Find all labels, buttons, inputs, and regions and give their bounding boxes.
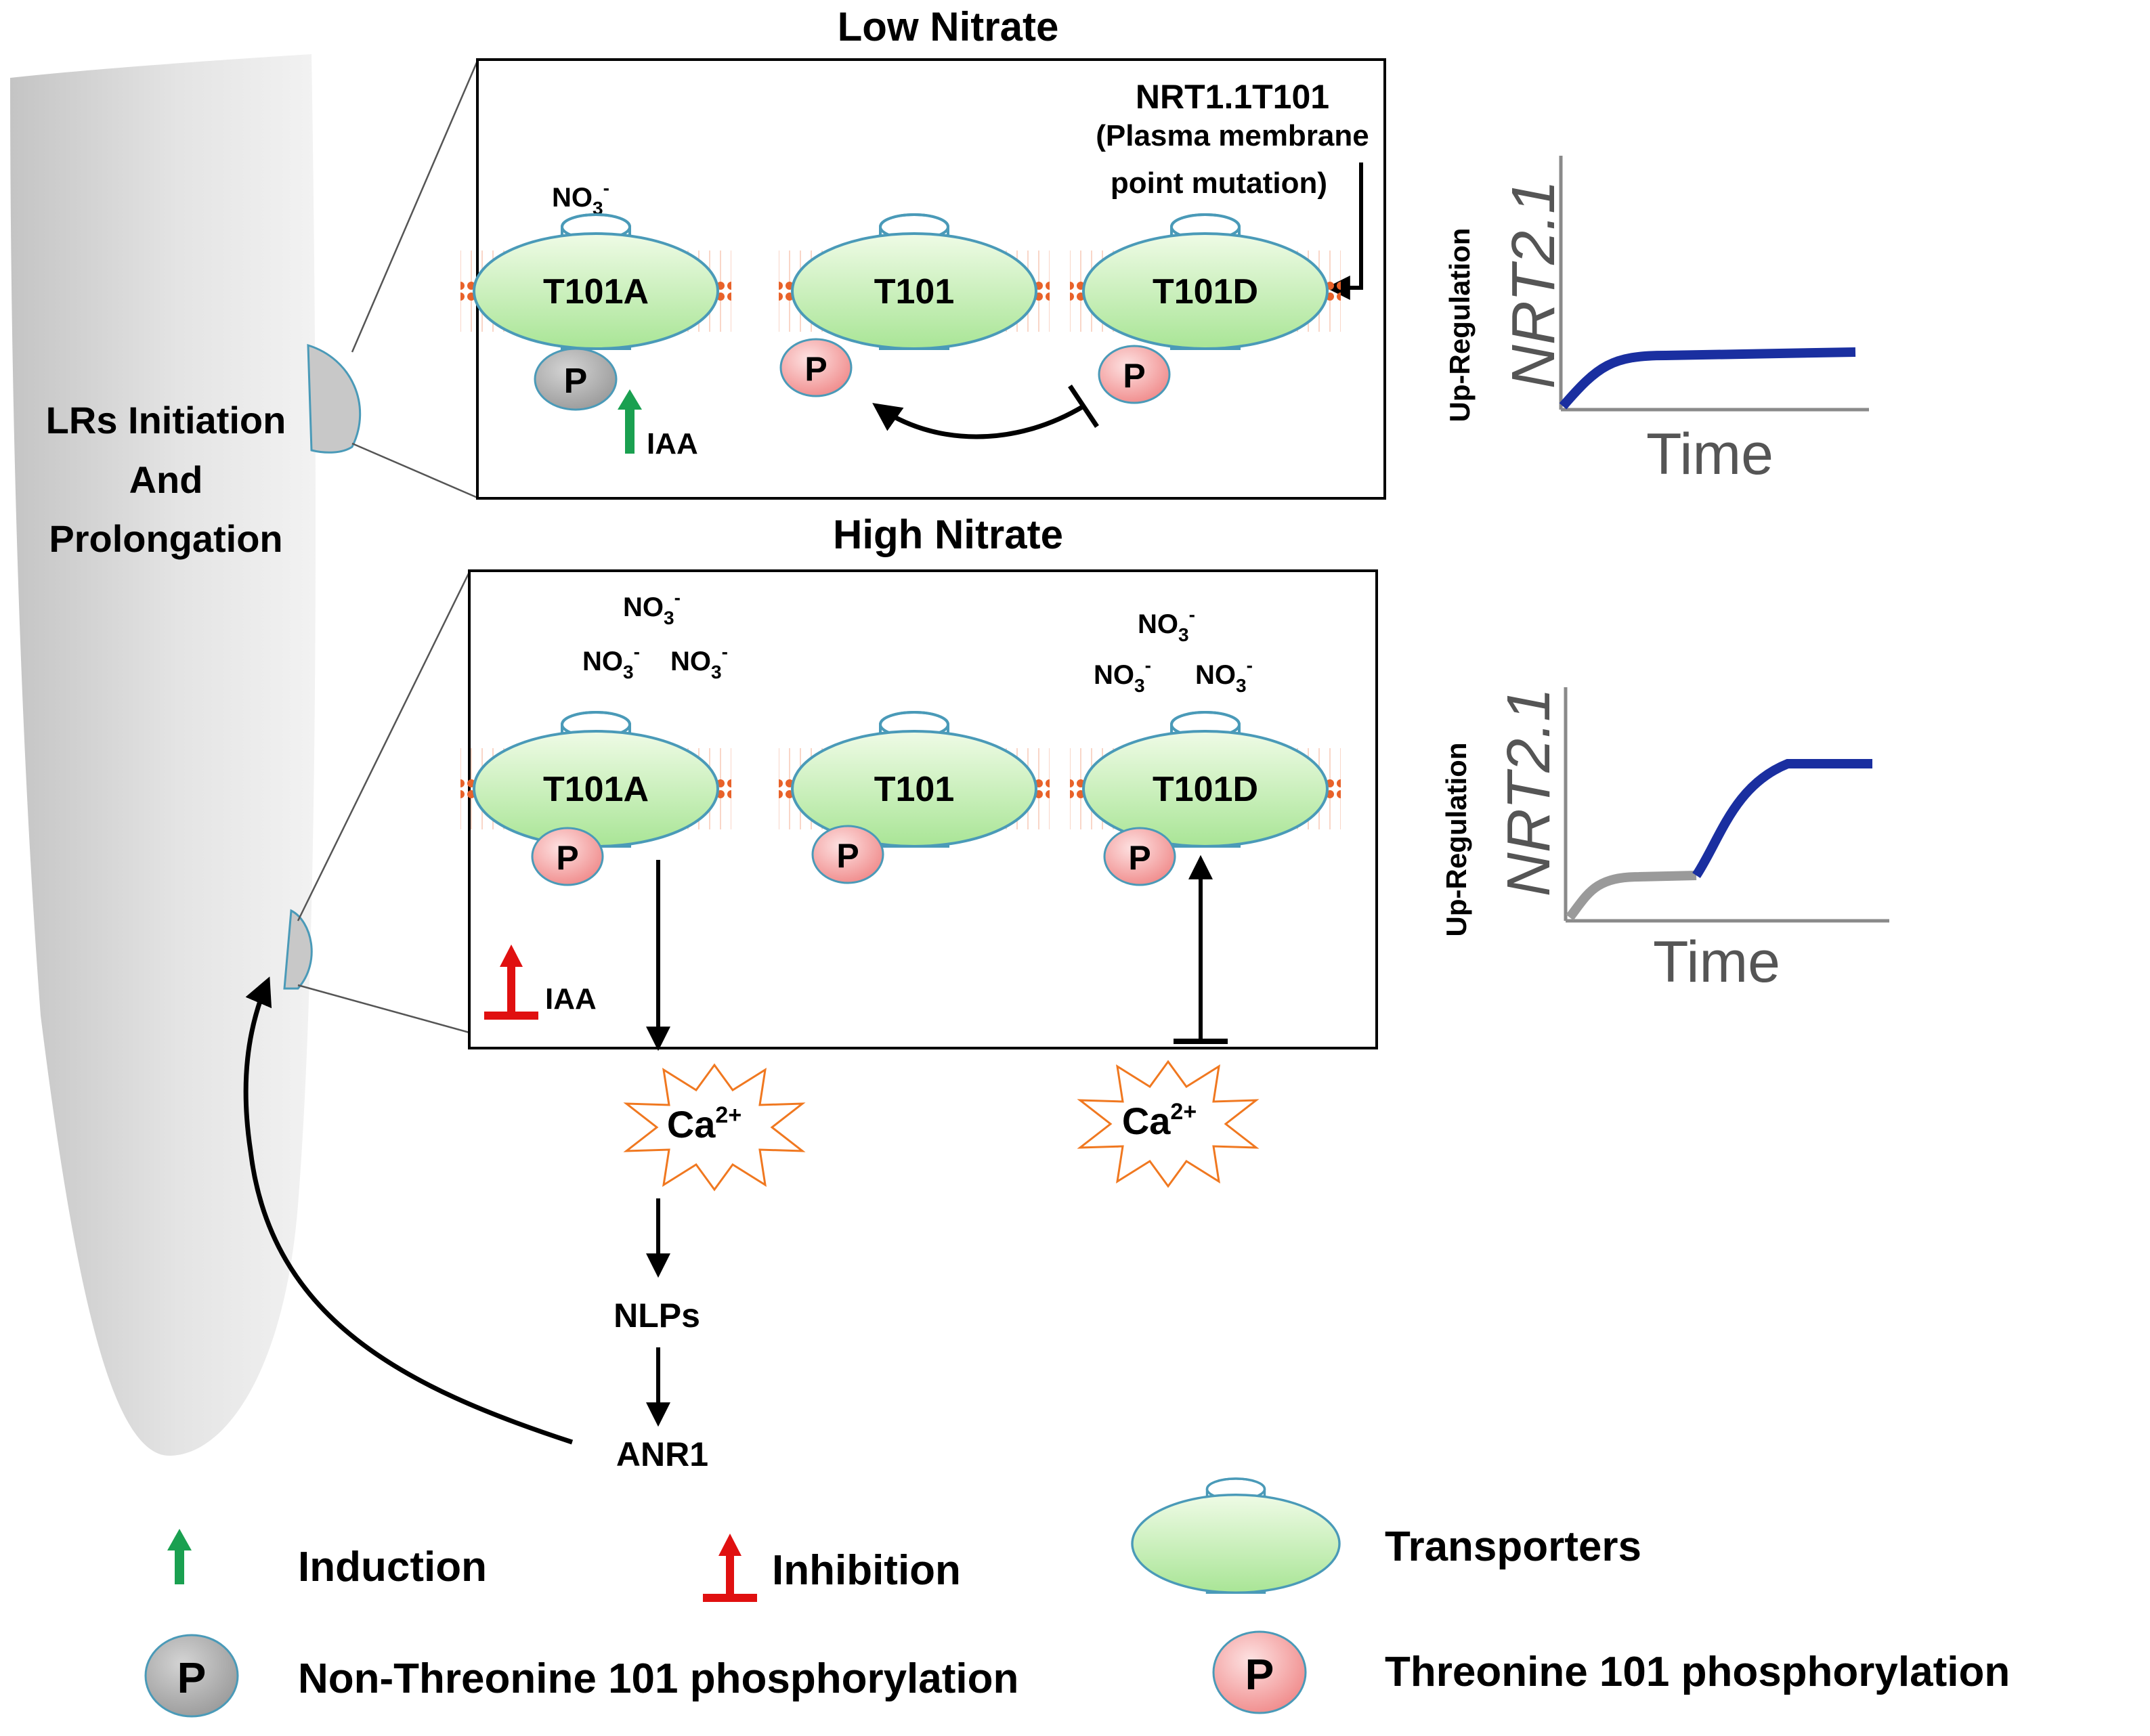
legend-p-pink-icon: P xyxy=(1212,1630,1307,1714)
svg-text:NO3-: NO3- xyxy=(1138,604,1195,645)
graph-low: Up-Regulation NRT2.1 Time xyxy=(1444,156,1869,487)
calcium-burst-left: Ca2+ xyxy=(623,1063,806,1192)
root-label-line1: LRs Initiation xyxy=(46,399,286,441)
graph-high: Up-Regulation NRT2.1 Time xyxy=(1440,687,1889,995)
graph-high-gene: NRT2.1 xyxy=(1495,688,1563,896)
high-p-pink-t101a: P xyxy=(531,827,604,886)
high-iaa-label: IAA xyxy=(545,982,597,1016)
svg-text:P: P xyxy=(1123,357,1145,395)
low-transporter-t101d: T101D xyxy=(1069,213,1342,350)
graph-high-curve-blue xyxy=(1692,759,1872,878)
svg-text:NO3-: NO3- xyxy=(1195,655,1253,696)
low-p-gray: P xyxy=(534,347,618,411)
anr1-label: ANR1 xyxy=(616,1435,708,1473)
graph-low-xlabel: Time xyxy=(1646,422,1773,487)
high-transporter-t101a: T101A xyxy=(459,711,733,848)
low-iaa-label: IAA xyxy=(647,427,698,460)
graph-high-curve-gray xyxy=(1566,871,1697,921)
svg-text:T101A: T101A xyxy=(543,272,649,311)
low-transporter-t101a: T101A xyxy=(459,213,733,350)
legend: Induction Inhibition Transporters P Non-… xyxy=(144,1477,2010,1718)
legend-induction-label: Induction xyxy=(298,1544,487,1590)
svg-text:P: P xyxy=(804,350,827,388)
low-transporter-t101: T101 xyxy=(777,213,1051,350)
svg-text:NO3-: NO3- xyxy=(582,641,640,682)
calcium-burst-right: Ca2+ xyxy=(1077,1060,1260,1188)
graph-low-gene: NRT2.1 xyxy=(1500,180,1568,389)
svg-text:T101D: T101D xyxy=(1153,770,1258,809)
high-transporter-t101d: T101D xyxy=(1069,711,1342,848)
svg-text:NO3-: NO3- xyxy=(1094,655,1151,696)
svg-text:P: P xyxy=(564,362,588,401)
svg-text:Ca2+: Ca2+ xyxy=(667,1102,741,1146)
high-p-pink-t101: P xyxy=(811,825,884,884)
legend-inhibition-label: Inhibition xyxy=(772,1547,961,1594)
svg-text:NO3-: NO3- xyxy=(552,177,609,219)
svg-text:T101: T101 xyxy=(874,272,955,311)
low-nitrate-ion: NO3- xyxy=(552,177,609,219)
mutation-label-line2: (Plasma membrane xyxy=(1096,119,1369,152)
graph-low-ylabel: Up-Regulation xyxy=(1444,228,1476,422)
svg-text:P: P xyxy=(1245,1650,1274,1699)
low-curved-arrow xyxy=(872,403,1085,439)
root-shape xyxy=(10,54,479,1456)
high-p-pink-t101d: P xyxy=(1103,827,1176,886)
anr1-to-root-arrow xyxy=(243,976,574,1445)
svg-text:NO3-: NO3- xyxy=(623,587,681,628)
svg-text:Ca2+: Ca2+ xyxy=(1122,1099,1197,1142)
high-ions-right: NO3- NO3- NO3- xyxy=(1094,604,1253,696)
legend-non-t101-label: Non-Threonine 101 phosphorylation xyxy=(298,1655,1018,1702)
legend-p-gray-icon: P xyxy=(144,1634,239,1718)
induction-arrow-low xyxy=(618,389,642,454)
legend-t101-label: Threonine 101 phosphorylation xyxy=(1385,1649,2010,1695)
svg-text:P: P xyxy=(556,839,578,877)
legend-transporter-icon xyxy=(1131,1477,1341,1594)
inhibition-symbol-high xyxy=(484,945,538,1020)
nlps-label: NLPs xyxy=(614,1297,700,1334)
svg-text:T101A: T101A xyxy=(543,770,649,809)
graph-low-curve xyxy=(1559,347,1856,410)
low-inhibition-bar xyxy=(1068,385,1099,428)
legend-inhibition-icon xyxy=(703,1534,757,1602)
svg-text:P: P xyxy=(836,837,859,875)
high-nitrate-title: High Nitrate xyxy=(833,512,1063,557)
root-label-line2: And xyxy=(129,458,203,501)
graph-high-ylabel: Up-Regulation xyxy=(1440,743,1472,937)
svg-text:T101: T101 xyxy=(874,770,955,809)
svg-text:NO3-: NO3- xyxy=(670,641,728,682)
low-p-pink-t101d: P xyxy=(1098,345,1171,404)
graph-high-xlabel: Time xyxy=(1653,930,1780,995)
svg-text:P: P xyxy=(1128,839,1151,877)
legend-transporters-label: Transporters xyxy=(1385,1523,1641,1570)
low-p-pink-t101: P xyxy=(779,338,853,397)
root-label-line3: Prolongation xyxy=(49,517,282,560)
mutation-label-line1: NRT1.1T101 xyxy=(1136,78,1329,116)
svg-text:P: P xyxy=(177,1653,207,1702)
svg-text:T101D: T101D xyxy=(1153,272,1258,311)
mutation-label-line3: point mutation) xyxy=(1111,167,1327,200)
low-nitrate-title: Low Nitrate xyxy=(838,4,1059,49)
high-ions-left: NO3- NO3- NO3- xyxy=(582,587,728,682)
legend-induction-icon xyxy=(167,1529,192,1584)
high-transporter-t101: T101 xyxy=(777,711,1051,848)
